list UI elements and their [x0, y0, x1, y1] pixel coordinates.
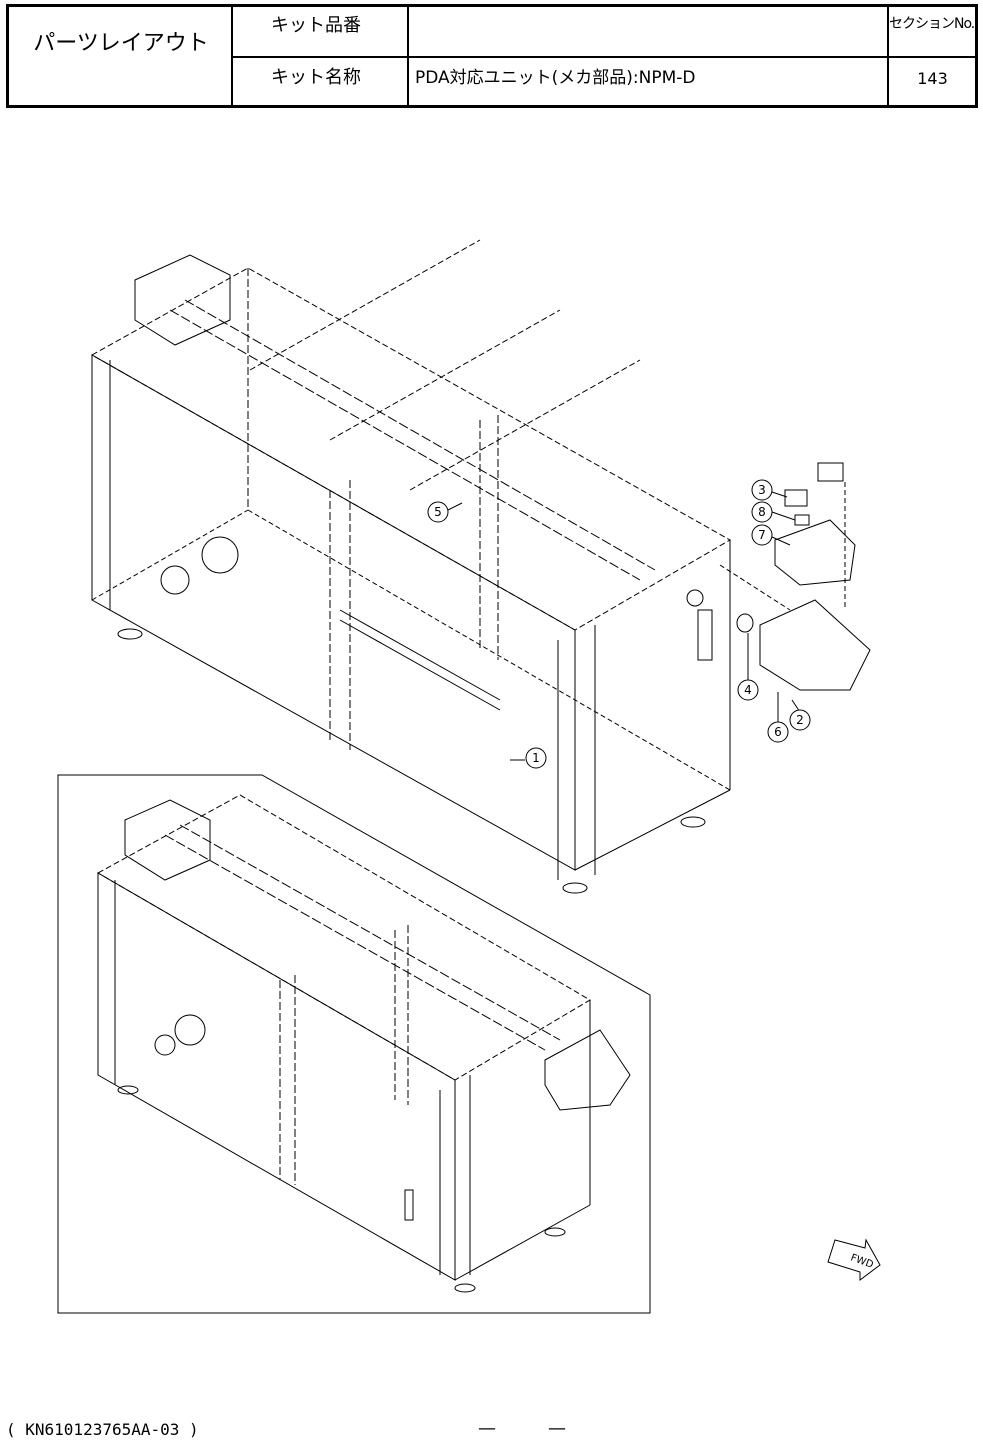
- callout-4: 4: [738, 633, 758, 700]
- document-code: ( KN610123765AA-03 ): [6, 1420, 199, 1439]
- svg-text:2: 2: [796, 713, 804, 727]
- svg-text:6: 6: [774, 725, 782, 739]
- page-dash-right: —: [548, 1418, 566, 1439]
- callout-3: 3: [752, 480, 787, 500]
- inset-frame: [58, 775, 650, 1313]
- page-dash-left: —: [478, 1418, 496, 1439]
- svg-text:8: 8: [758, 505, 766, 519]
- callout-6: 6: [768, 692, 788, 742]
- svg-text:4: 4: [744, 683, 752, 697]
- callout-8: 8: [752, 502, 795, 522]
- callout-1: 1: [510, 748, 546, 768]
- svg-text:7: 7: [758, 528, 766, 542]
- lower-frame-assembly: [98, 795, 630, 1292]
- upper-frame-assembly: [92, 240, 730, 893]
- svg-text:5: 5: [434, 505, 442, 519]
- svg-text:1: 1: [532, 751, 540, 765]
- callout-5: 5: [428, 502, 462, 522]
- exploded-parts: [720, 463, 870, 690]
- fwd-label: FWD: [849, 1252, 875, 1270]
- callout-2: 2: [790, 700, 810, 730]
- callout-7: 7: [752, 525, 790, 545]
- svg-text:3: 3: [758, 483, 766, 497]
